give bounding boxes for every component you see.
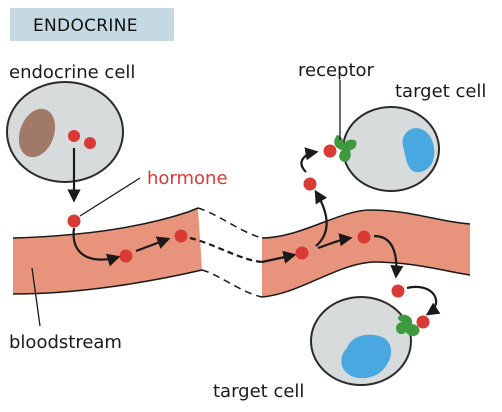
hormone-molecule bbox=[357, 230, 371, 244]
target-cell-top-label: target cell bbox=[395, 81, 486, 102]
hormone-path-arrow bbox=[261, 250, 297, 264]
hormone-molecule bbox=[391, 284, 405, 298]
diagram-title: ENDOCRINE bbox=[33, 16, 138, 36]
hormone-molecule bbox=[174, 229, 188, 243]
hormone-path-arrow bbox=[317, 233, 353, 250]
target-cell-bottom-label: target cell bbox=[213, 381, 304, 402]
hormone-molecule bbox=[303, 177, 317, 191]
hormone-path-arrow bbox=[314, 189, 328, 247]
receptor-label: receptor bbox=[298, 60, 375, 81]
hormone-path-arrow bbox=[72, 227, 121, 267]
hormone-molecule bbox=[67, 214, 81, 228]
hormone-molecule bbox=[119, 249, 133, 263]
hormone-molecule bbox=[84, 137, 96, 149]
hormone-pointer bbox=[79, 177, 141, 217]
bloodstream-gap-top bbox=[197, 207, 263, 239]
hormone-label: hormone bbox=[147, 168, 228, 189]
endocrine-cell-label: endocrine cell bbox=[9, 62, 135, 83]
hormone-path-arrow bbox=[406, 285, 441, 316]
bloodstream-left bbox=[13, 208, 202, 294]
bloodstream-label: bloodstream bbox=[9, 332, 122, 353]
hormone-molecule bbox=[68, 130, 80, 142]
bloodstream-gap-bottom bbox=[201, 269, 263, 298]
bloodstream-pointer bbox=[31, 267, 41, 327]
title-box bbox=[10, 8, 174, 41]
bloodstream-right bbox=[262, 210, 470, 297]
hormone-path-arrow bbox=[373, 234, 404, 279]
hormone-path-arrow bbox=[300, 147, 319, 173]
hormone-bound-bottom bbox=[416, 315, 430, 329]
target-cell-bottom-nucleus bbox=[341, 334, 392, 379]
hormone-molecule bbox=[295, 246, 309, 260]
endocrine-cell bbox=[6, 81, 124, 183]
hormone-path-arrow bbox=[135, 236, 171, 253]
receptor-top bbox=[334, 135, 357, 162]
receptor-bottom bbox=[396, 314, 420, 337]
hormone-bound-top bbox=[323, 144, 337, 158]
endocrine-cell-nucleus bbox=[18, 108, 56, 158]
target-cell-top-nucleus bbox=[402, 128, 435, 173]
